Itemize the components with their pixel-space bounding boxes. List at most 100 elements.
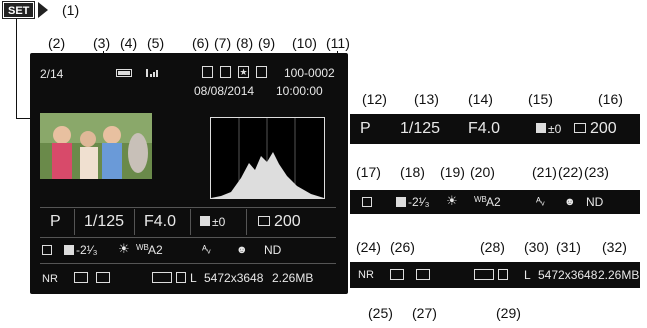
my-colors-icon: ᴬᵥ [202, 244, 211, 256]
callout-23: (23) [584, 164, 609, 180]
protect-icon [256, 66, 267, 78]
callout-22: (22) [558, 164, 583, 180]
leader-line [16, 19, 17, 119]
exposure-comp: ±0 [212, 215, 226, 229]
divider [40, 263, 336, 264]
divider [40, 207, 336, 208]
callout-5: (5) [147, 35, 165, 51]
divider [190, 209, 191, 235]
callout-19: (19) [440, 164, 465, 180]
callout-25: (25) [368, 305, 393, 321]
callout-12: (12) [362, 91, 387, 107]
nr-icon: NR [42, 273, 58, 285]
exposure-comp-icon [536, 123, 546, 133]
iso-speed: 200 [590, 120, 617, 137]
wb-label: WB [474, 195, 487, 204]
exposure-comp-icon [200, 216, 210, 226]
image-quality: L [524, 268, 531, 282]
leader-line [16, 118, 36, 119]
callout-17: (17) [356, 164, 381, 180]
file-size: 2.26MB [272, 271, 314, 285]
nd-filter: ND [264, 243, 282, 257]
callout-7: (7) [214, 35, 232, 51]
i-contrast-icon [416, 269, 430, 280]
sun-icon: ☀ [446, 193, 458, 208]
detail-strip-main: P 1/125 F4.0 ±0 200 [350, 114, 640, 144]
divider [246, 209, 247, 235]
callout-24: (24) [356, 239, 381, 255]
flash-comp-icon [396, 197, 406, 207]
callout-26: (26) [390, 239, 415, 255]
callout-29: (29) [496, 305, 521, 321]
shooting-mode: P [50, 213, 61, 230]
set-play-badge: SET [1, 1, 49, 19]
drive-mode-icon [176, 272, 186, 283]
my-colors-icon: ᴬᵥ [536, 196, 545, 208]
file-size: 2.26MB [598, 268, 640, 282]
iso-icon [258, 216, 270, 226]
edit-icon [220, 66, 231, 78]
callout-21: (21) [532, 164, 557, 180]
nd-filter: ND [586, 195, 604, 209]
thumbnail-photo [40, 113, 152, 179]
callout-1: (1) [62, 2, 80, 18]
upload-icon [202, 66, 213, 78]
play-icon [38, 2, 49, 18]
callout-9: (9) [258, 35, 276, 51]
callout-15: (15) [528, 91, 553, 107]
nr-icon: NR [358, 269, 374, 281]
callout-11: (11) [326, 35, 350, 51]
drive-mode-icon [498, 269, 508, 280]
callout-27: (27) [412, 305, 437, 321]
iso-speed: 200 [274, 213, 301, 230]
iso-icon [574, 123, 586, 133]
callout-20: (20) [470, 164, 495, 180]
shooting-date: 08/08/2014 [194, 84, 255, 98]
exposure-comp: ±0 [548, 122, 562, 136]
image-size: 5472x3648 [204, 271, 264, 285]
i-contrast-icon [96, 272, 110, 283]
battery-icon [116, 69, 132, 77]
histogram [210, 117, 325, 199]
image-size: 5472x3648 [538, 268, 598, 282]
wb-value: A2 [148, 243, 163, 257]
camera-lcd-screen: 2/14 ★ 100-0002 08/08/2014 10:00:00 [30, 53, 348, 294]
callout-3: (3) [93, 35, 111, 51]
face-icon: ☻ [564, 196, 576, 208]
aperture: F4.0 [144, 213, 177, 230]
shutter-speed: 1/125 [400, 120, 441, 137]
detail-strip-settings: -2¹⁄₃ ☀ WB A2 ᴬᵥ ☻ ND [350, 190, 640, 214]
flash-comp-icon [64, 245, 74, 255]
divider [74, 209, 75, 235]
callout-10: (10) [292, 35, 317, 51]
face-icon: ☻ [236, 244, 248, 256]
raw-icon [152, 272, 172, 283]
shutter-speed: 1/125 [84, 213, 125, 230]
callout-4: (4) [120, 35, 138, 51]
image-count: 2/14 [40, 67, 64, 81]
shooting-mode: P [360, 120, 371, 137]
metering-icon [362, 197, 372, 207]
aperture: F4.0 [468, 120, 501, 137]
wb-label: WB [136, 243, 149, 252]
wb-value: A2 [486, 195, 501, 209]
flash-comp: -2¹⁄₃ [408, 195, 430, 209]
callout-16: (16) [598, 91, 623, 107]
eye-fi-signal-icon [146, 67, 158, 78]
file-number: 100-0002 [284, 66, 335, 80]
auto-lighting-icon [74, 272, 88, 283]
divider [134, 209, 135, 235]
metering-icon [42, 245, 52, 255]
divider [40, 237, 336, 238]
image-quality: L [190, 271, 197, 285]
sun-icon: ☀ [118, 241, 130, 256]
raw-icon [474, 269, 494, 280]
auto-lighting-icon [390, 269, 404, 280]
callout-28: (28) [480, 239, 505, 255]
shooting-time: 10:00:00 [276, 84, 323, 98]
callout-8: (8) [236, 35, 254, 51]
callout-6: (6) [192, 35, 210, 51]
callout-32: (32) [602, 239, 627, 255]
set-button-icon: SET [1, 1, 36, 19]
star-icon: ★ [238, 66, 249, 78]
